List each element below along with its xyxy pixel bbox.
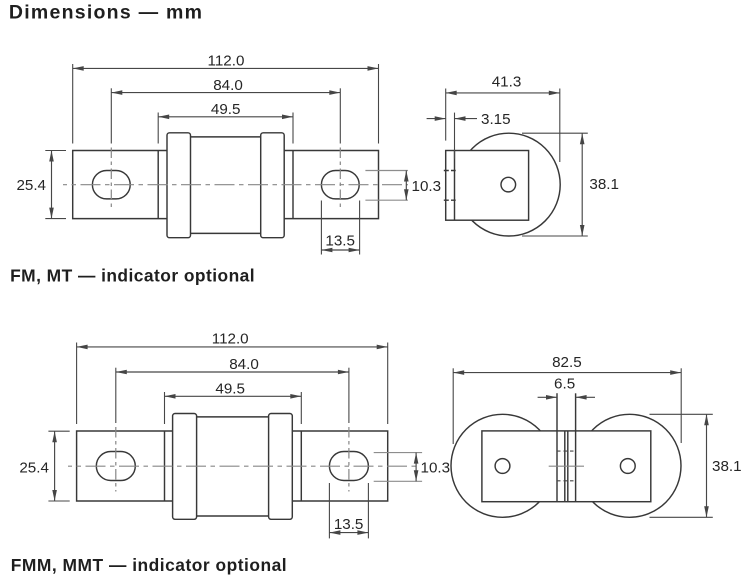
- svg-text:10.3: 10.3: [421, 459, 451, 476]
- svg-text:FM, MT — indicator optional: FM, MT — indicator optional: [10, 266, 255, 286]
- svg-text:38.1: 38.1: [712, 458, 742, 475]
- svg-text:112.0: 112.0: [208, 53, 245, 70]
- svg-text:10.3: 10.3: [412, 178, 442, 195]
- svg-text:6.5: 6.5: [554, 376, 575, 393]
- svg-text:25.4: 25.4: [19, 460, 49, 477]
- svg-text:84.0: 84.0: [213, 77, 243, 94]
- svg-text:38.1: 38.1: [589, 176, 619, 193]
- svg-text:13.5: 13.5: [325, 233, 355, 250]
- svg-text:112.0: 112.0: [212, 331, 249, 348]
- svg-text:49.5: 49.5: [211, 101, 241, 118]
- svg-text:25.4: 25.4: [16, 177, 46, 194]
- svg-text:82.5: 82.5: [552, 354, 582, 371]
- svg-text:3.15: 3.15: [481, 111, 511, 128]
- svg-text:41.3: 41.3: [492, 74, 522, 91]
- svg-text:49.5: 49.5: [215, 380, 245, 397]
- svg-text:13.5: 13.5: [334, 516, 364, 533]
- svg-text:Dimensions — mm: Dimensions — mm: [9, 2, 203, 24]
- svg-text:FMM, MMT — indicator optional: FMM, MMT — indicator optional: [11, 555, 287, 575]
- svg-text:84.0: 84.0: [229, 356, 259, 373]
